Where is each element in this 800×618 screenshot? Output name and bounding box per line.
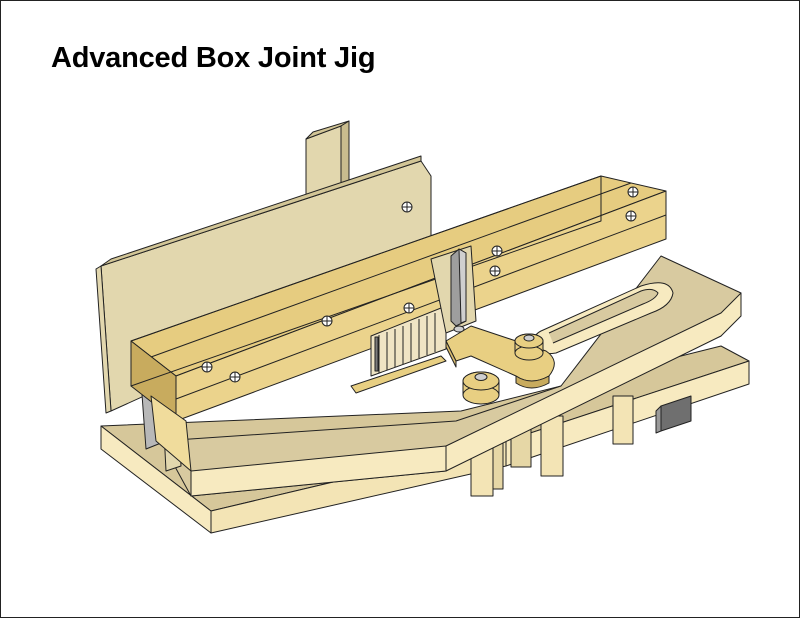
stop-strip [350,355,447,394]
indexing-pin [450,248,467,327]
fence-screw-icon [403,302,415,314]
spacer-blocks [470,395,634,497]
fence-screw-icon [491,245,503,257]
upper-sled-table [160,255,742,497]
fence-screw-icon [627,186,639,198]
adjustment-lever [445,325,555,389]
fence-screws [201,186,639,383]
fence-screw-icon [489,265,501,277]
comb-insert [370,305,447,377]
support-bracket [655,395,692,434]
front-knob [462,371,500,405]
fence-screw-icon [625,210,637,222]
page-title: Advanced Box Joint Jig [51,42,376,74]
fence-screw-icon [321,315,333,327]
fence-screw-icon [201,361,213,373]
back-board-screw [401,201,413,213]
rear-knob [514,333,544,361]
rear-fence [130,175,602,387]
main-fence [130,175,667,472]
pivot-bolt [453,325,465,333]
fence-screw-icon [229,371,241,383]
